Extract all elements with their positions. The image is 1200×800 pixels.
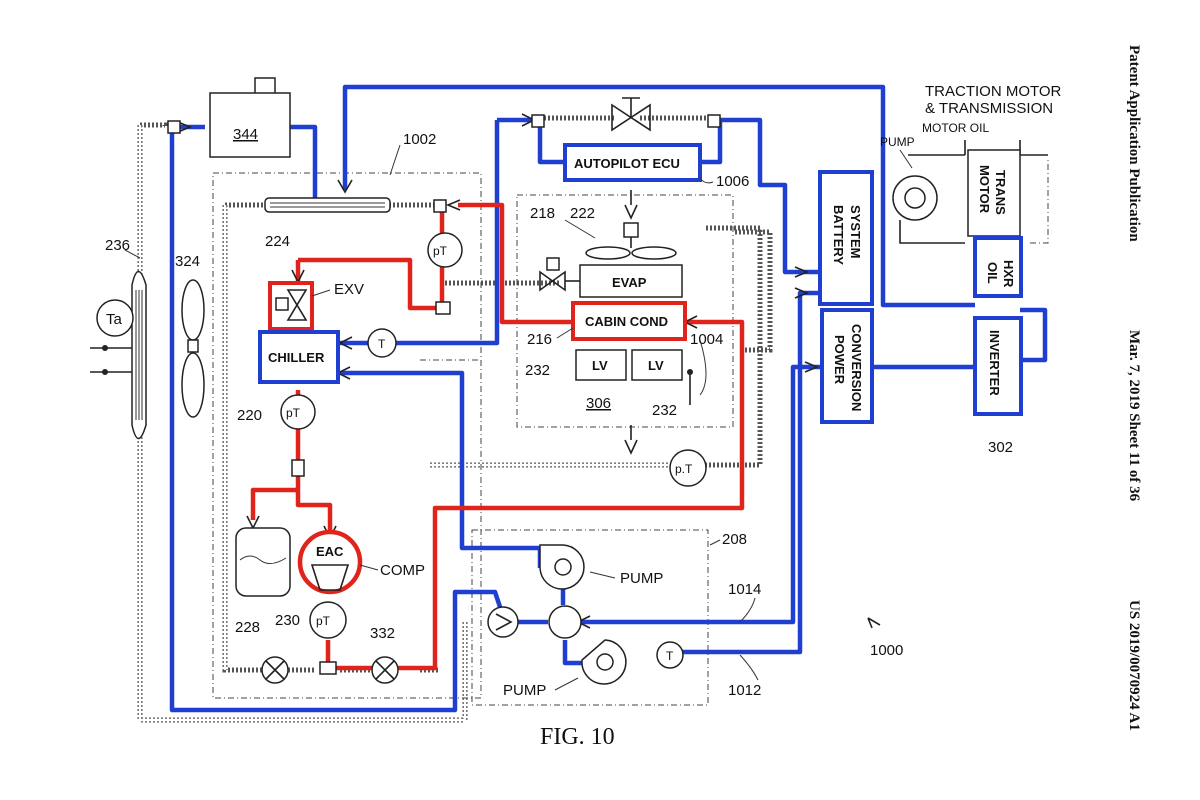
eac-label: EAC — [316, 544, 344, 559]
cabin-cond-label: CABIN COND — [585, 314, 668, 329]
motor-line2: TRANS — [993, 170, 1008, 215]
chiller-box — [258, 330, 340, 384]
ref-344: 344 — [233, 126, 258, 143]
lv-box-right — [631, 349, 683, 381]
power-conversion-box — [820, 308, 874, 424]
cabin-cond-box — [571, 301, 687, 341]
ref-216: 216 — [527, 331, 552, 348]
accumulator-228: 228 — [235, 527, 291, 636]
comp-label: COMP — [380, 562, 425, 579]
shutoff-valves — [261, 656, 399, 684]
ref-302: 302 — [988, 439, 1013, 456]
sensor-t-chiller — [367, 328, 397, 358]
sensor-pt-220-label: pT — [286, 406, 301, 420]
ref-1002: 1002 — [403, 131, 436, 148]
ref-218: 218 — [530, 205, 555, 222]
oil-line1: OIL — [985, 262, 1000, 284]
autopilot-ecu-label: AUTOPILOT ECU — [574, 156, 680, 171]
header-publication: Patent Application Publication — [1126, 45, 1142, 242]
figure-caption: FIG. 10 — [540, 724, 615, 750]
traction-line1: TRACTION MOTOR — [925, 83, 1062, 100]
ref-230: 230 — [275, 612, 300, 629]
hvac-module-306: 218 222 EVAP CABIN COND 216 LV LV 232 23… — [525, 205, 723, 419]
ref-1006: 1006 — [716, 173, 749, 190]
battery-line1: BATTERY — [831, 205, 846, 265]
boundary-306 — [516, 194, 734, 428]
ref-1004: 1004 — [690, 331, 723, 348]
battery-system-box — [818, 170, 874, 306]
sensor-pt-dot — [669, 449, 707, 487]
traction-motor-group: TRACTION MOTOR & TRANSMISSION MOTOR OIL … — [880, 83, 1062, 456]
battery-system: BATTERY SYSTEM — [818, 170, 874, 306]
ref-232a: 232 — [525, 362, 550, 379]
reservoir-344: 344 — [209, 77, 291, 158]
pump-lower-label: PUMP — [503, 682, 546, 699]
sensors: pT T pT p.T pT T — [280, 232, 707, 669]
power-line1: POWER — [832, 335, 847, 385]
fan-324: 324 — [175, 253, 205, 418]
ref-324: 324 — [175, 253, 200, 270]
ref-220: 220 — [237, 407, 262, 424]
motor-trans-box — [967, 149, 1021, 237]
sensor-t-pump — [656, 641, 684, 669]
three-way-valve — [548, 605, 582, 639]
chiller: CHILLER 220 — [237, 330, 340, 424]
sensor-pt-332 — [309, 601, 347, 639]
ref-224: 224 — [265, 233, 290, 250]
motor-oil-label: MOTOR OIL — [922, 121, 989, 135]
power-line2: CONVERSION — [849, 324, 864, 411]
pump-module-208: PUMP PUMP 208 — [487, 531, 747, 699]
refrigerant-loop — [250, 202, 745, 671]
ref-222: 222 — [570, 205, 595, 222]
sensor-pt-332-label: pT — [316, 614, 331, 628]
oil-line2: HXR — [1001, 260, 1016, 288]
lv-left-label: LV — [592, 358, 608, 373]
radiator-236: 236 Ta — [90, 237, 147, 440]
autopilot-ecu-group: AUTOPILOT ECU 1006 — [563, 97, 749, 190]
header-number: US 2019/0070924 A1 — [1126, 600, 1142, 731]
lv-right-label: LV — [648, 358, 664, 373]
heat-exchanger-224: 224 — [264, 197, 391, 250]
ref-1012: 1012 — [728, 682, 761, 699]
ref-228: 228 — [235, 619, 260, 636]
ref-232b: 232 — [652, 402, 677, 419]
exv-valve: EXV — [268, 281, 364, 331]
sensor-pt-dot-label: p.T — [675, 462, 693, 476]
ref-208: 208 — [722, 531, 747, 548]
ref-306: 306 — [586, 395, 611, 412]
header-date-sheet: Mar. 7, 2019 Sheet 11 of 36 — [1126, 330, 1142, 502]
motor-line1: MOTOR — [977, 165, 992, 214]
ref-1000: 1000 — [870, 642, 903, 659]
battery-line2: SYSTEM — [848, 205, 863, 258]
evap-label: EVAP — [612, 275, 647, 290]
lv-box-left — [575, 349, 627, 381]
boundary-208 — [471, 529, 709, 706]
exv-label: EXV — [334, 281, 364, 298]
sensor-t-pump-label: T — [666, 649, 674, 663]
chiller-label: CHILLER — [268, 350, 325, 365]
sensor-pt-top-label: pT — [433, 244, 448, 258]
sensor-ta — [96, 299, 134, 337]
power-conversion: POWER CONVERSION — [820, 308, 874, 424]
oil-hxr-box — [973, 236, 1023, 298]
compressor-eac: EAC COMP 230 332 — [275, 529, 425, 642]
sensor-ta-label: Ta — [106, 311, 123, 328]
inverter-box — [973, 316, 1023, 416]
sensor-pt-top — [427, 232, 463, 268]
ref-1014: 1014 — [728, 581, 761, 598]
ref-332: 332 — [370, 625, 395, 642]
sensor-pt-220 — [280, 394, 316, 430]
sensor-t-chiller-label: T — [378, 337, 386, 351]
patent-header: Patent Application Publication Mar. 7, 2… — [1126, 45, 1142, 731]
pump-upper-label: PUMP — [620, 570, 663, 587]
ref-236: 236 — [105, 237, 130, 254]
autopilot-ecu-box — [563, 143, 702, 182]
tee-fittings — [167, 114, 721, 675]
evap-box — [579, 264, 683, 298]
inverter-label: INVERTER — [987, 330, 1002, 396]
pump-small-label: PUMP — [880, 135, 915, 149]
traction-line2: & TRANSMISSION — [925, 100, 1053, 117]
